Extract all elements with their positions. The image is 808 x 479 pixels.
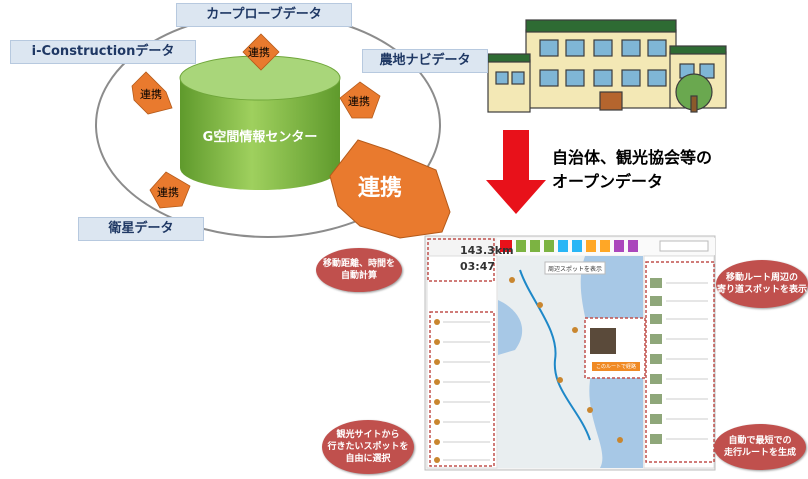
link-label-bottom: 連携 <box>157 186 179 199</box>
link-arrow-bottom <box>149 171 191 209</box>
nearby-spots-button[interactable]: 周辺スポットを表示 <box>548 266 603 273</box>
big-link-label: 連携 <box>358 176 403 201</box>
data-center-cylinder <box>179 55 341 190</box>
callout-select: 観光サイトから 行きたいスポットを 自由に選択 <box>322 420 414 474</box>
open-data-line2: オープンデータ <box>552 172 664 191</box>
link-label-right: 連携 <box>348 95 370 108</box>
popup-route-button[interactable]: このルートで経路 <box>596 364 637 370</box>
callout-distance: 移動距離、時間を 自動計算 <box>316 248 402 292</box>
label-iconstruction-data: i-Constructionデータ <box>10 40 196 64</box>
big-link-arrow <box>329 139 451 239</box>
distance-value: 143.3km <box>460 244 514 257</box>
building-illustration <box>487 19 727 113</box>
link-label-left: 連携 <box>140 88 162 101</box>
label-satellite-data: 衛星データ <box>78 217 204 241</box>
center-label: G空間情報センター <box>202 130 318 145</box>
time-value: 03:47 <box>460 260 496 273</box>
map-app-screenshot <box>424 235 716 471</box>
link-arrow-right <box>339 81 381 119</box>
down-arrow <box>486 130 546 214</box>
label-farm-data: 農地ナビデータ <box>362 49 488 73</box>
link-label-top: 連携 <box>248 46 270 59</box>
open-data-line1: 自治体、観光協会等の <box>552 148 713 167</box>
callout-route: 自動で最短での 走行ルートを生成 <box>714 424 806 470</box>
open-data-caption: 自治体、観光協会等の オープンデータ <box>552 146 712 194</box>
label-probe-data: カープローブデータ <box>176 3 352 27</box>
link-arrow-left <box>131 71 173 115</box>
link-arrow-top <box>242 33 280 71</box>
callout-spots: 移動ルート周辺の 寄り道スポットを表示 <box>716 260 808 308</box>
